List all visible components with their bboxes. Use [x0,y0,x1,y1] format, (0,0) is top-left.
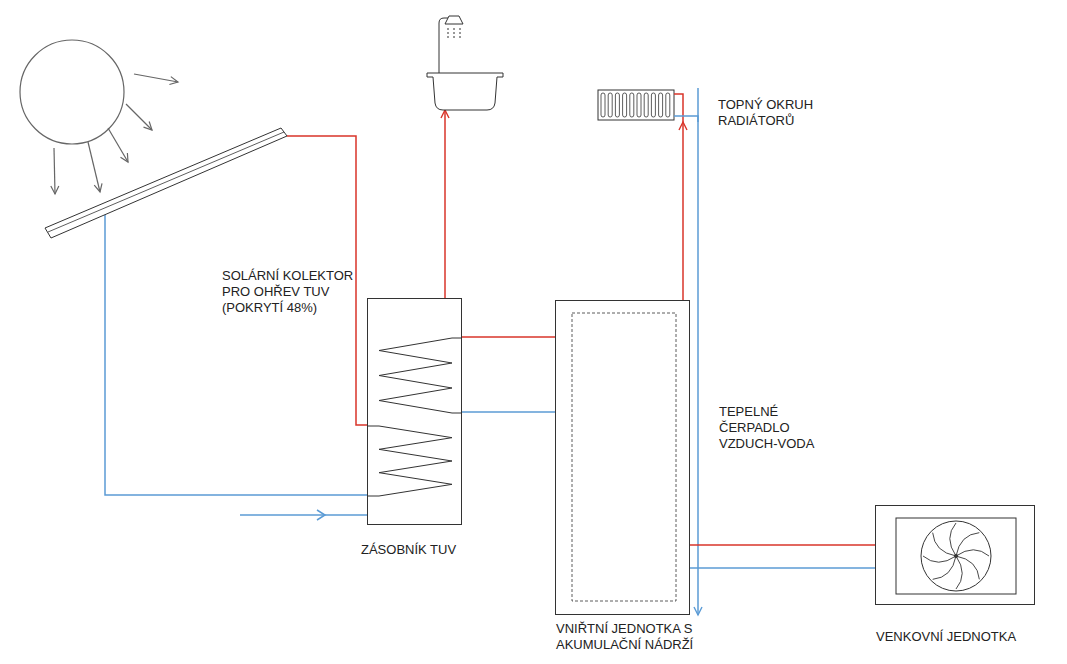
indoor-unit: TEPELNÉ ČERPADLO VZDUCH-VODAVNIŘTNÍ JEDN… [555,300,690,615]
basin [427,73,503,110]
indoor-unit-shape [556,301,691,616]
inlet-arrow [317,510,325,520]
unit-label: TEPELNÉ ČERPADLO VZDUCH-VODA [719,404,827,452]
solar-coil [368,426,452,496]
fan-ring [921,521,991,591]
fan-blade [923,556,956,562]
washbasin-shower-shape [425,15,505,110]
pipe-connector [462,411,555,413]
washbasin-shower [425,15,505,110]
pipe-connector [690,567,875,569]
radiator-fin [637,93,641,117]
pipe-connector [444,110,446,298]
collector-panel [45,128,287,238]
radiator-fin [615,93,619,117]
cold-water-inlet [240,510,367,520]
fan-blade [956,550,989,556]
collector-edge [48,132,284,232]
radiator-supply [674,94,683,122]
fan-grille [896,518,1016,594]
sun-ray [108,128,128,162]
solar-collector-shape [45,128,287,238]
fan-blade [956,556,962,589]
radiator-fin [601,93,605,117]
sun-ray [126,104,152,130]
water-drops [454,28,455,39]
shower-pipe [439,18,453,73]
pipe-connector [697,88,699,615]
shower-head [445,16,463,24]
unit-label: SOLÁRNÍ KOLEKTOR PRO OHŘEV TUV (POKRYTÍ … [222,268,362,316]
pipe-connector [682,122,684,300]
radiator-fin [608,93,612,117]
unit-label: ZÁSOBNÍK TUV [361,542,491,558]
heat-pump-coil [379,338,462,413]
outdoor-unit-shape [876,506,1036,606]
water-drops [460,28,461,39]
solar-collector: SOLÁRNÍ KOLEKTOR PRO OHŘEV TUV (POKRYTÍ … [45,128,287,238]
radiator-fin [651,93,655,117]
fan-blade [950,523,956,556]
sun-rays [54,74,178,194]
radiator-return [674,116,698,122]
accumulation-tank [572,313,676,601]
radiator-fin [623,93,627,117]
radiator-body [598,90,674,120]
sun-ray [134,74,178,82]
radiator-fin [666,93,670,117]
sun-ray [54,148,55,194]
fan-blade [933,556,956,579]
unit-label: TOPNÝ OKRUH RADIÁTORŮ [718,97,828,129]
radiator-fin [644,93,648,117]
pipe-connector [462,336,555,338]
fan-blade [956,533,979,556]
radiator: TOPNÝ OKRUH RADIÁTORŮ [597,88,705,122]
pipe-connector [690,544,875,546]
unit-label: VNIŘTNÍ JEDNOTKA S AKUMULAČNÍ NÁDRŽÍ [556,621,731,653]
pipe-connector [105,215,367,495]
hot-water-tank: ZÁSOBNÍK TUV [367,298,462,525]
unit-label: VENKOVNÍ JEDNOTKA [876,629,1056,645]
hot-water-tank-shape [368,299,463,526]
radiator-fin [659,93,663,117]
sun-ray [88,142,100,192]
inlet-pipe [240,514,367,516]
radiator-fin [630,93,634,117]
fan-hub [954,554,958,558]
outdoor-unit: VENKOVNÍ JEDNOTKA [875,505,1035,605]
fan-blade [933,533,956,556]
water-drops [448,28,449,39]
radiator-shape [597,88,705,122]
fan-blade [956,556,979,579]
